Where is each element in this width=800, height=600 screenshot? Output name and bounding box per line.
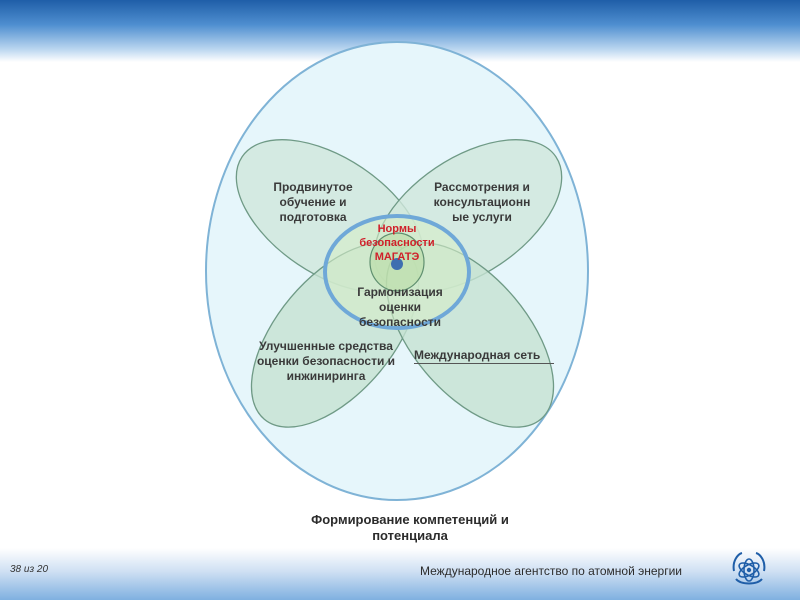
- label-core-standards: Нормы безопасности МАГАТЭ: [359, 223, 435, 263]
- label-network: Международная сеть: [414, 348, 541, 362]
- label-reviews: Рассмотрения и консультационн ые услуги: [433, 180, 531, 224]
- footer-band: [0, 548, 800, 600]
- center-dot: [391, 258, 403, 270]
- diagram-caption: Формирование компетенций и потенциала: [311, 512, 509, 543]
- iaea-logo-icon: [732, 552, 766, 585]
- network-underline: [414, 363, 554, 364]
- label-tools: Улучшенные средства оценки безопасности …: [256, 339, 396, 383]
- label-advanced-training: Продвинутое обучение и подготовка: [273, 180, 353, 224]
- label-harmonization: Гармонизация оценки безопасности: [357, 285, 443, 329]
- organization-name: Международное агентство по атомной энерг…: [420, 564, 683, 578]
- page-number: 38 из 20: [10, 564, 49, 575]
